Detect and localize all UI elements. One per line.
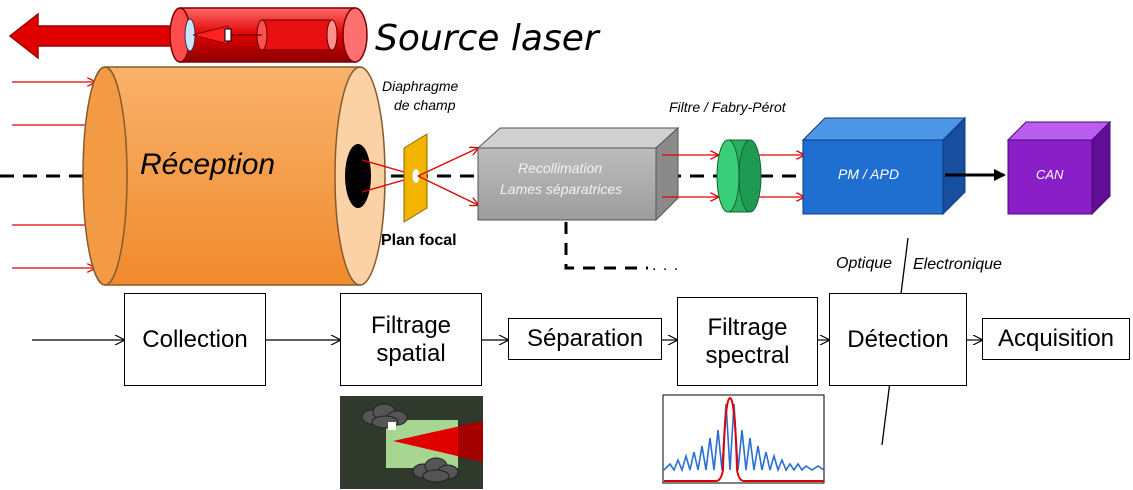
branch-ellipsis: . . . <box>652 257 680 274</box>
page-title: Source laser <box>375 18 599 59</box>
recollimation-label-line2: Lames séparatrices <box>500 181 623 197</box>
filter-rays <box>662 155 804 197</box>
filtrage-spatial-label-line1: Filtrage <box>370 311 452 339</box>
collection-box: Collection <box>124 293 266 386</box>
fabry-perot-filter-icon <box>716 139 762 213</box>
filtrage-spatial-label-line2: spatial <box>376 339 446 367</box>
filtrage-spatial-box: Filtrage spatial <box>340 293 482 386</box>
filtrage-spectral-box: Filtrage spectral <box>677 297 818 386</box>
plan-focal-label: Plan focal <box>381 232 457 249</box>
acquisition-box: Acquisition <box>982 318 1130 360</box>
reception-label: Réception <box>140 148 276 181</box>
cloud-icon <box>361 403 408 429</box>
diaphragme-label-line2: de champ <box>394 97 456 113</box>
filtrage-spectral-label-line1: Filtrage <box>707 313 788 341</box>
filtrage-spectral-label-line2: spectral <box>705 341 790 369</box>
detection-label: Détection <box>847 325 949 353</box>
filter-transmission-curve <box>664 396 824 482</box>
spatial-filter-thumbnail <box>340 396 483 489</box>
laser-source-icon <box>8 7 368 63</box>
telescope-icon <box>82 66 386 286</box>
can-label: CAN <box>1036 167 1064 182</box>
diaphragm-icon <box>403 133 428 223</box>
branch-dashed-line <box>564 222 648 270</box>
detector-box-icon <box>801 116 967 216</box>
acquisition-label: Acquisition <box>997 325 1115 353</box>
electronique-label: Electronique <box>913 256 1002 273</box>
detection-box: Détection <box>829 293 967 386</box>
collection-label: Collection <box>142 325 248 353</box>
cloud-icon <box>412 457 459 483</box>
pm-apd-label: PM / APD <box>838 166 899 182</box>
separation-label: Séparation <box>526 325 644 353</box>
incoming-rays <box>12 82 95 268</box>
spectrum-curve <box>663 403 825 473</box>
diaphragme-label-line1: Diaphragme <box>382 78 459 94</box>
optique-label: Optique <box>836 255 893 272</box>
diverging-rays <box>417 148 478 205</box>
filtre-label: Filtre / Fabry-Pérot <box>669 99 786 115</box>
separation-box: Séparation <box>508 318 662 360</box>
recollimation-label-line1: Recollimation <box>518 160 603 176</box>
spectral-filter-thumbnail <box>662 394 825 484</box>
can-box-icon <box>1006 120 1112 216</box>
